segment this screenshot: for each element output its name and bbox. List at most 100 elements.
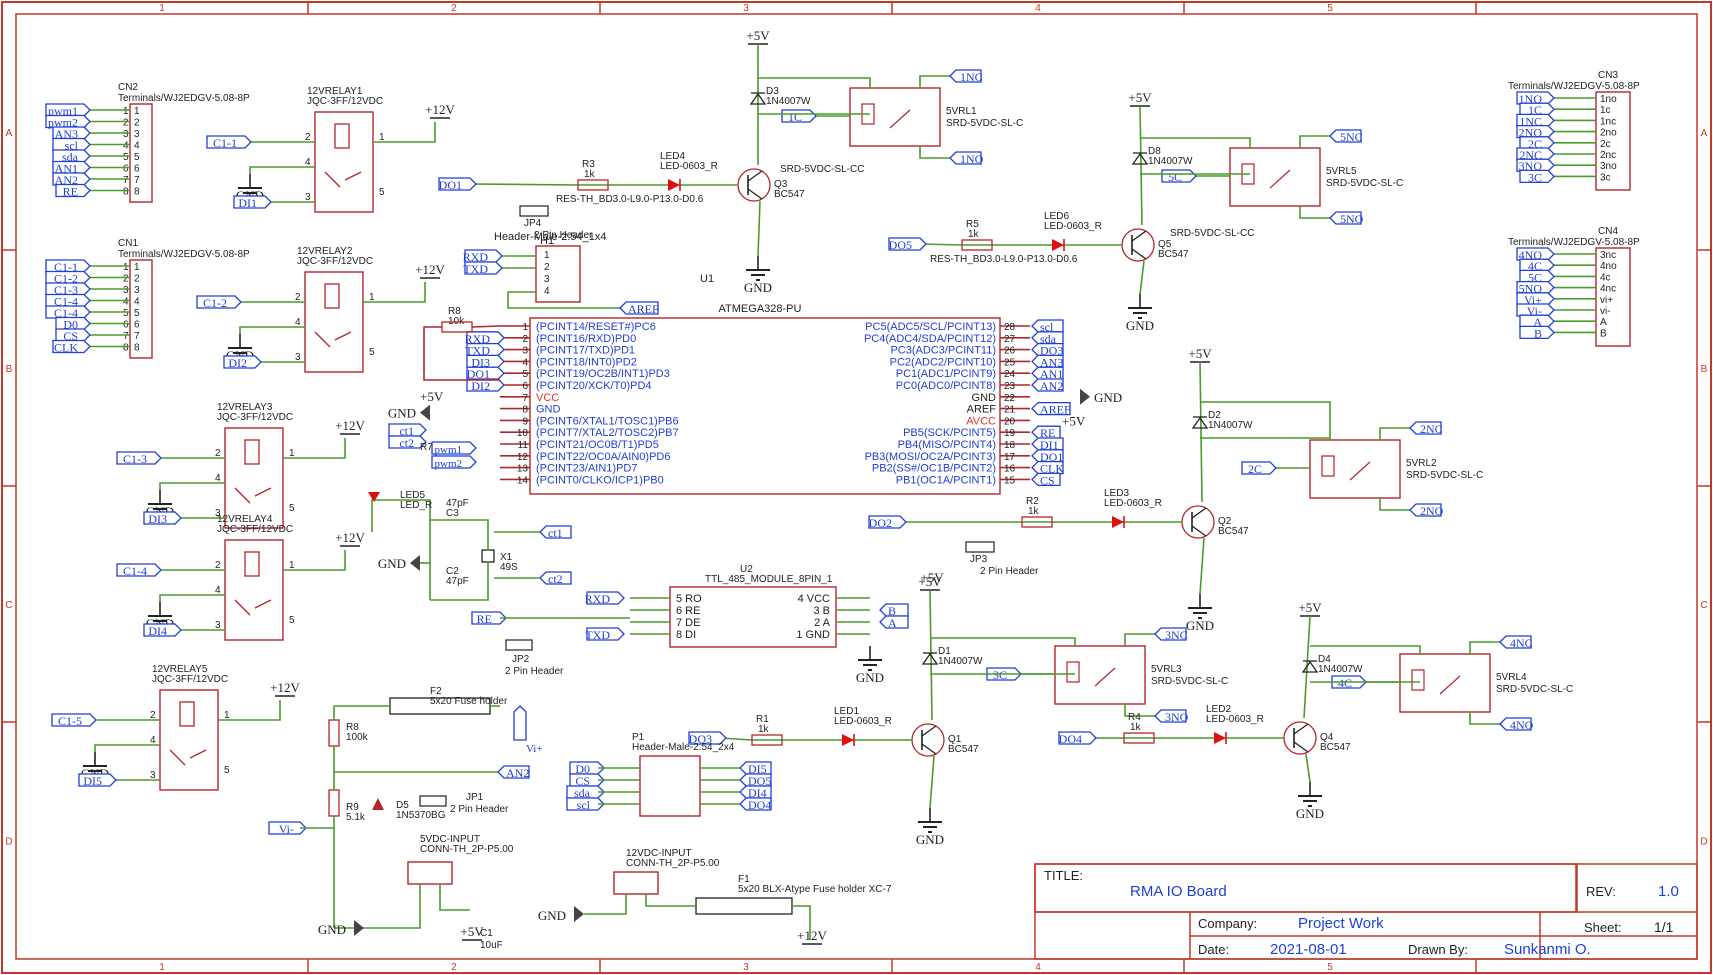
ground-symbol [420,404,430,421]
pin-name: (PCINT14/RESET#)PC6 [536,321,656,333]
ground-symbol [1297,795,1323,807]
pin-number: 7 [522,393,528,404]
pin-number: 6 [522,381,528,392]
pin-name: (PCINT21/OC0B/T1)PD5 [536,439,659,451]
wire [218,700,281,721]
net-name: 4NC [1510,636,1533,650]
wire [929,755,935,809]
col-marker: 2 [451,962,457,973]
pin-number: 8 [522,405,528,416]
net-name: C1-4 [54,306,78,320]
cap-value: 47pF [446,498,469,509]
net-name: C1-3 [54,283,78,297]
rail-label: +5V [1188,346,1212,361]
wire [1379,498,1410,511]
jumper-ref: JP3 [970,554,988,565]
cap-ref: C2 [446,566,459,577]
pin-label: 4nc [1600,284,1616,295]
pin-label: 1c [1600,105,1611,116]
relay-ref: 12VRELAY3 [217,402,273,413]
net-name: pwm1 [435,444,463,456]
net-name: ct1 [548,526,563,540]
net-name: 2C [1248,462,1262,476]
pin-number: 1 [289,560,295,571]
pin-label: 3no [1600,161,1617,172]
pin-number: 17 [1004,452,1016,463]
pin-number: 4 [150,735,156,746]
pin-number: 18 [1004,440,1016,451]
net-label [1031,378,1064,392]
net-label [51,713,97,727]
cap-ref: C3 [446,508,459,519]
relay-ref: 12VRELAY2 [297,246,353,257]
net-label [143,623,182,637]
transistor-part: BC547 [774,189,805,200]
net-name: D0 [63,318,78,332]
relay-ref: 5VRL2 [1406,458,1437,469]
pin-number: 5 [289,615,295,626]
net-label [233,195,272,209]
diode-part: 1N4007W [938,656,983,667]
net-label [431,455,477,469]
net-name: 1C [788,110,802,124]
net-name: C1-3 [123,452,147,466]
pin-number: 8 [123,343,129,354]
relay-part: JQC-3FF/12VDC [297,256,373,267]
net-label [1499,717,1532,731]
label: Drawn By: [1408,942,1468,957]
ic-body [669,586,837,648]
ground-symbol [917,821,943,833]
relay5-body [849,87,941,147]
jumper-part: 2 Pin Header [980,566,1039,577]
relay-part: JQC-3FF/12VDC [152,674,228,685]
pin-number: 2 [123,118,129,129]
wire [1140,137,1251,148]
rail-label: +12V [270,680,300,695]
relay-part: SRD-5VDC-SL-C [1496,684,1573,695]
net-name: DI1 [1040,438,1059,452]
net-name: B [1534,326,1542,340]
pin-number: 4 [123,141,129,152]
pin-name: VCC [536,392,559,404]
net-label [619,301,659,315]
row-marker: A [6,128,13,139]
pin-name: 3 B [813,605,830,617]
relay5-body [1054,645,1146,705]
net-name: AN2 [55,173,78,187]
pin-label: 1nc [1600,116,1616,127]
pin-number: 1 [123,106,129,117]
rail-label: +5V [746,28,770,43]
pin-name: PC5(ADC5/SCL/PCINT13) [865,321,996,333]
relay-part: SRD-5VDC-SL-C [1151,676,1228,687]
net-name: scl [1040,320,1054,334]
led-symbol [1214,732,1226,744]
rail-label: +12V [335,530,365,545]
wire [159,482,225,490]
pin-name: 2 A [814,617,831,629]
net-name: C1-5 [58,714,82,728]
pin-number: 4 [305,157,311,168]
wire [283,438,346,459]
wire [507,291,620,309]
relay-ref: 5VRL3 [1151,664,1182,675]
rail-label: +5V [1062,413,1086,428]
pin-number: 26 [1004,346,1016,357]
net-name: 4NO [1510,718,1534,732]
relay5-body [1229,147,1321,207]
transistor-part: BC547 [948,744,979,755]
net-name: DO5 [748,774,771,788]
col-marker: 5 [1327,3,1333,14]
label: TITLE: [1044,868,1083,883]
connector-body [129,259,153,359]
net-label [1519,325,1555,340]
wire [471,325,501,328]
title-block [1034,863,1698,960]
resistor-footprint: RES-TH_BD3.0-L9.0-P13.0-D0.6 [930,254,1078,265]
connector-ref: CN1 [118,238,138,249]
wire [1139,105,1143,226]
connector-part: Terminals/WJ2EDGV-5.08-8P [118,249,250,260]
pin-number: 15 [1004,475,1016,486]
pin-name: 4 VCC [798,593,830,605]
transistor-ref: Q4 [1320,732,1334,743]
net-name: DI4 [148,624,167,638]
